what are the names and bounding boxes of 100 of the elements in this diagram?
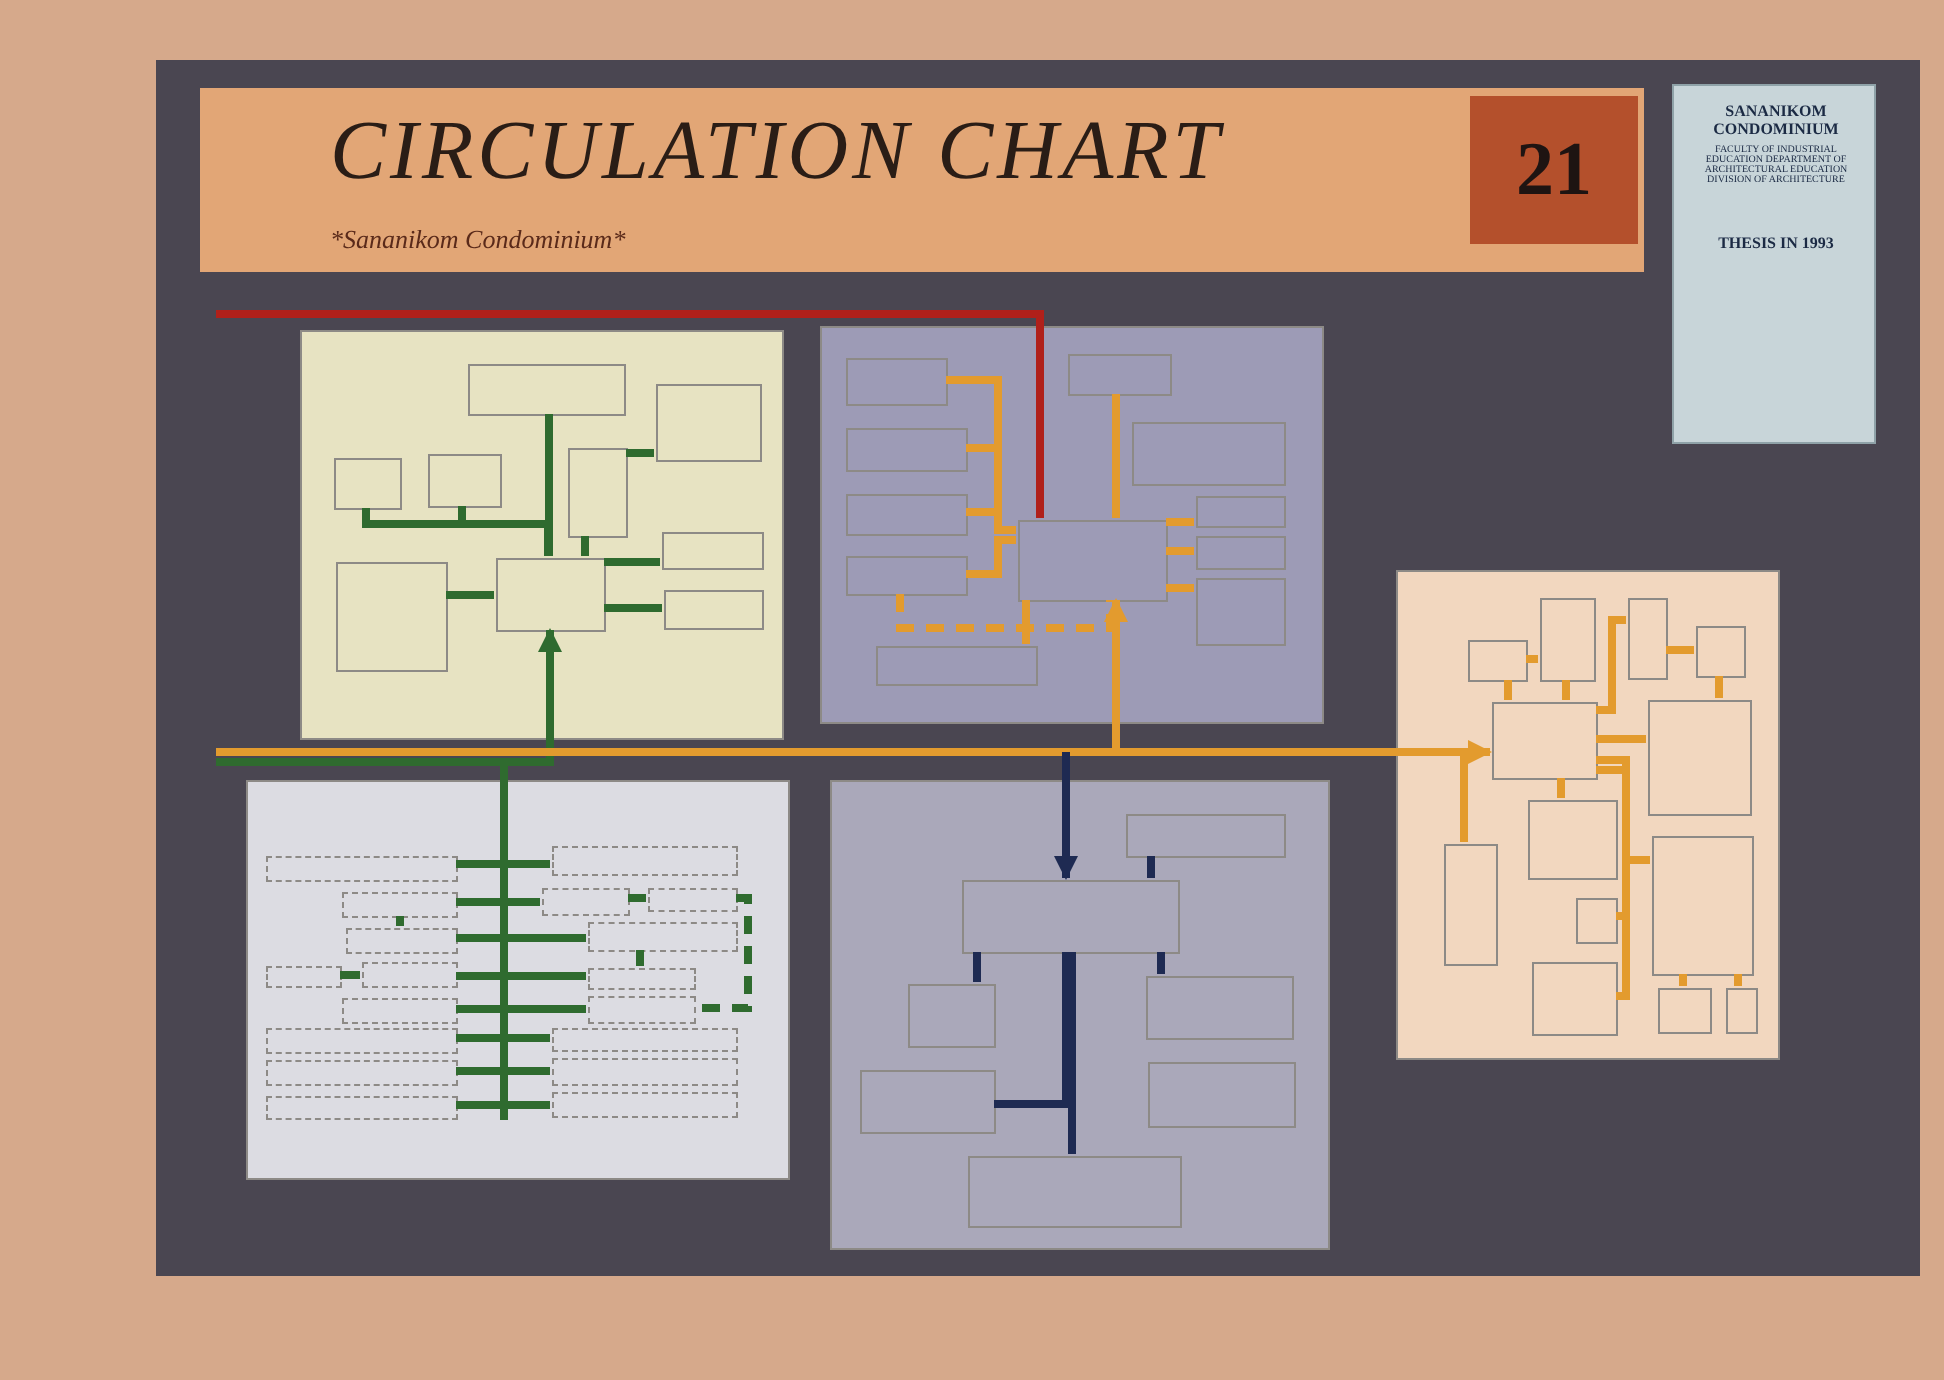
room-box	[428, 454, 502, 508]
circulation-line	[456, 1034, 550, 1042]
room-box	[468, 364, 626, 416]
room-box	[846, 428, 968, 472]
room-box	[1146, 976, 1294, 1040]
circulation-line	[1666, 646, 1694, 654]
circulation-line	[1526, 655, 1538, 663]
room-box	[342, 892, 458, 918]
room-box	[1652, 836, 1754, 976]
circulation-line	[456, 860, 550, 868]
room-box	[552, 1058, 738, 1086]
circulation-line	[628, 894, 646, 902]
room-box	[342, 998, 458, 1024]
circulation-line	[1068, 952, 1076, 1154]
room-box	[346, 928, 458, 954]
room-box	[1696, 626, 1746, 678]
room-box	[968, 1156, 1182, 1228]
room-box	[1648, 700, 1752, 816]
circulation-line	[1596, 756, 1650, 864]
room-box	[588, 996, 696, 1024]
circulation-line	[545, 414, 553, 556]
room-box	[552, 1092, 738, 1118]
room-box	[1726, 988, 1758, 1034]
diagram-panel	[300, 330, 784, 740]
room-box	[1132, 422, 1286, 486]
room-box	[1196, 578, 1286, 646]
circulation-line	[1679, 974, 1687, 986]
sheet-number: 21	[1470, 96, 1638, 244]
circulation-line	[1166, 584, 1194, 592]
room-box	[860, 1070, 996, 1134]
room-box	[656, 384, 762, 462]
room-box	[1528, 800, 1618, 880]
arrow	[1054, 752, 1078, 880]
circulation-line	[456, 1067, 550, 1075]
circulation-line	[1460, 752, 1468, 842]
room-box	[588, 968, 696, 990]
room-box	[1444, 844, 1498, 966]
room-box	[266, 856, 458, 882]
room-box	[908, 984, 996, 1048]
room-box	[362, 962, 458, 988]
room-box	[1068, 354, 1172, 396]
thesis-year: THESIS IN 1993	[1716, 234, 1836, 252]
circulation-line	[973, 952, 981, 982]
diagram-panel	[820, 326, 1324, 724]
circulation-line	[604, 558, 660, 566]
circulation-line	[966, 536, 1016, 578]
project-name: SANANIKOM CONDOMINIUM	[1711, 102, 1841, 138]
room-box	[568, 448, 628, 538]
room-box	[496, 558, 606, 632]
room-box	[846, 556, 968, 596]
room-box	[552, 846, 738, 876]
room-box	[1126, 814, 1286, 858]
room-box	[664, 590, 764, 630]
circulation-line	[1022, 600, 1030, 644]
circulation-line	[1147, 856, 1155, 878]
room-box	[648, 888, 738, 912]
room-box	[1540, 598, 1596, 682]
circulation-line	[456, 898, 540, 906]
room-box	[1576, 898, 1618, 944]
room-box	[266, 1028, 458, 1054]
circulation-line	[1734, 974, 1742, 986]
room-box	[846, 358, 948, 406]
room-box	[1492, 702, 1598, 780]
circulation-line	[1596, 616, 1626, 714]
room-box	[1196, 496, 1286, 528]
circulation-line	[396, 916, 404, 926]
circulation-line	[994, 952, 1070, 1108]
room-box	[1658, 988, 1712, 1034]
circulation-line	[581, 536, 589, 556]
circulation-line	[1715, 676, 1723, 698]
circulation-line	[446, 591, 494, 599]
circulation-line	[636, 950, 644, 966]
room-box	[1468, 640, 1528, 682]
diagram-panel	[246, 780, 790, 1180]
circulation-line	[896, 594, 1114, 632]
circulation-line	[1112, 394, 1120, 518]
circulation-line	[456, 1101, 550, 1109]
circulation-line	[340, 971, 360, 979]
room-box	[334, 458, 402, 510]
room-box	[876, 646, 1038, 686]
room-box	[846, 494, 968, 536]
diagram-panel	[1396, 570, 1780, 1060]
diagram-panel	[830, 780, 1330, 1250]
circulation-line	[626, 449, 654, 457]
room-box	[336, 562, 448, 672]
room-box	[1148, 1062, 1296, 1128]
arrow	[1104, 598, 1128, 752]
circulation-line	[456, 972, 586, 980]
room-box	[662, 532, 764, 570]
room-box	[266, 966, 342, 988]
room-box	[1532, 962, 1618, 1036]
circulation-line	[216, 310, 1044, 518]
circulation-line	[1596, 735, 1646, 743]
arrow	[216, 740, 1492, 764]
subtitle: *Sananikom Condominium*	[330, 224, 626, 256]
room-box	[542, 888, 630, 916]
room-box	[266, 1060, 458, 1086]
circulation-line	[1157, 952, 1165, 974]
circulation-line	[604, 604, 662, 612]
room-box	[552, 1028, 738, 1052]
